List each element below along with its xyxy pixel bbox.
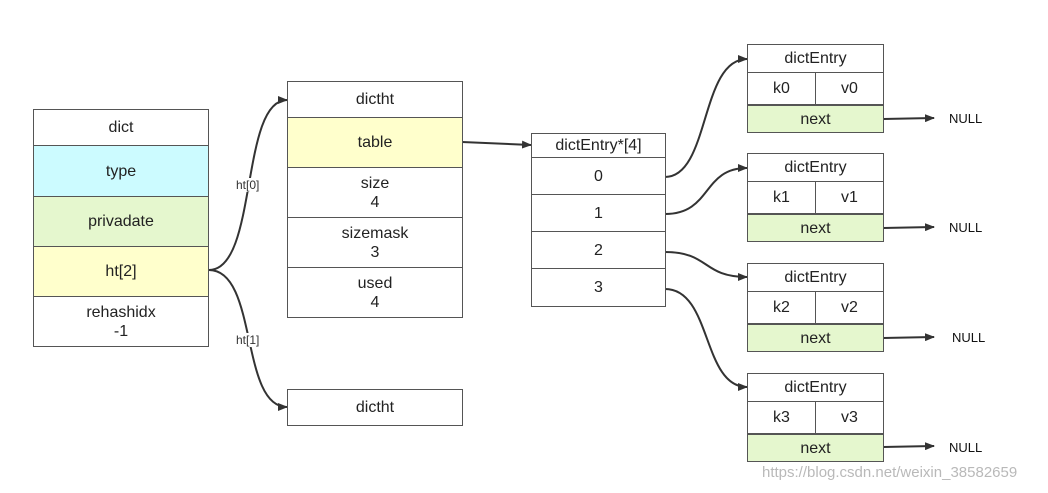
dict-entry: dictEntry k2 v2 next <box>747 263 884 352</box>
null-label: NULL <box>949 111 983 126</box>
dict-ht-field: ht[2] <box>34 247 208 297</box>
entry-value: v3 <box>816 402 883 434</box>
edge-null-0 <box>882 114 935 123</box>
entry-next: next <box>748 434 883 461</box>
null-label: NULL <box>952 330 986 345</box>
entry-next: next <box>748 105 883 132</box>
dictht-sizemask-field: sizemask 3 <box>288 218 462 268</box>
entry-value: v1 <box>816 182 883 214</box>
entry-title: dictEntry <box>748 264 883 292</box>
dict-entry: dictEntry k3 v3 next <box>747 373 884 462</box>
dict-title: dict <box>34 110 208 146</box>
table-slot: 2 <box>532 232 665 269</box>
entry-next: next <box>748 214 883 241</box>
dict-rehashidx-field: rehashidx -1 <box>34 297 208 346</box>
dict-struct: dict type privadate ht[2] rehashidx -1 <box>33 109 209 347</box>
dict-type-field: type <box>34 146 208 197</box>
entry-title: dictEntry <box>748 374 883 402</box>
entry-value: v0 <box>816 73 883 105</box>
dictht-1-title: dictht <box>355 399 395 416</box>
dictht-0: dictht table size 4 sizemask 3 used 4 <box>287 81 463 318</box>
edge-slot-3 <box>664 288 748 391</box>
null-label: NULL <box>949 440 983 455</box>
dictht-size-field: size 4 <box>288 168 462 218</box>
edge-null-3 <box>882 442 935 451</box>
dictht-table-field: table <box>288 118 462 168</box>
entry-title: dictEntry <box>748 45 883 73</box>
edge-null-1 <box>882 223 935 232</box>
dict-privadate-field: privadate <box>34 197 208 247</box>
dictht-0-title: dictht <box>288 82 462 118</box>
dictht-used-field: used 4 <box>288 268 462 317</box>
table-slot: 0 <box>532 158 665 195</box>
rehashidx-value: -1 <box>113 322 129 340</box>
table-slot: 3 <box>594 279 603 296</box>
entry-key: k0 <box>748 73 816 105</box>
edge-table <box>461 140 532 149</box>
entry-title: dictEntry <box>748 154 883 182</box>
edge-slot-2 <box>664 251 748 281</box>
watermark: https://blog.csdn.net/weixin_38582659 <box>762 464 1018 481</box>
used-value: 4 <box>370 293 380 311</box>
entry-value: v2 <box>816 292 883 324</box>
dict-entry: dictEntry k1 v1 next <box>747 153 884 242</box>
edge-slot-1 <box>664 164 748 215</box>
edge-null-2 <box>882 333 935 342</box>
used-label: used <box>357 274 393 292</box>
entry-key: k3 <box>748 402 816 434</box>
edge-slot-0 <box>664 55 748 178</box>
table-slot: 1 <box>532 195 665 232</box>
size-label: size <box>360 174 390 192</box>
edge-label-ht1: ht[1] <box>235 333 261 347</box>
table-array-title: dictEntry*[4] <box>532 134 665 158</box>
entry-key: k2 <box>748 292 816 324</box>
dictht-1: dictht <box>287 389 463 426</box>
size-value: 4 <box>370 193 380 211</box>
dict-entry: dictEntry k0 v0 next <box>747 44 884 133</box>
table-array: dictEntry*[4] 0 1 2 3 <box>531 133 666 307</box>
entry-next: next <box>748 324 883 351</box>
sizemask-value: 3 <box>370 243 380 261</box>
sizemask-label: sizemask <box>341 224 409 242</box>
entry-key: k1 <box>748 182 816 214</box>
edge-label-ht0: ht[0] <box>235 178 261 192</box>
rehashidx-label: rehashidx <box>86 303 156 321</box>
null-label: NULL <box>949 220 983 235</box>
